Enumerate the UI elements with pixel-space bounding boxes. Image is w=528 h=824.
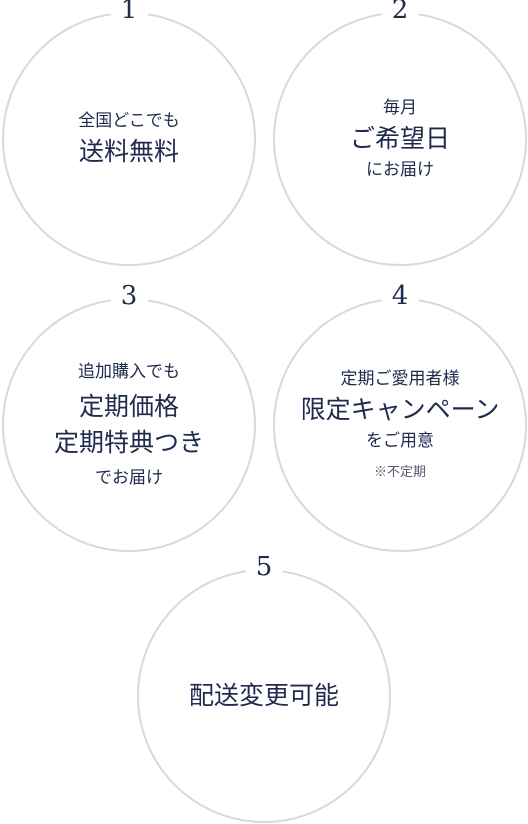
- benefit-number: 1: [110, 0, 148, 25]
- benefit-number: 4: [381, 281, 419, 311]
- benefit-text-large: ご希望日: [349, 124, 450, 153]
- benefit-number: 3: [110, 281, 148, 311]
- benefit-text-small: でお届け: [95, 468, 163, 488]
- benefit-text-large: 限定キャンペーン: [300, 395, 500, 424]
- benefit-text-small: にお届け: [366, 160, 434, 180]
- benefit-text-small: 毎月: [383, 98, 417, 118]
- benefit-circle-1: 1 全国どこでも 送料無料: [2, 0, 256, 266]
- benefit-text-small: をご用意: [366, 431, 434, 451]
- benefit-circle-2: 2 毎月 ご希望日 にお届け: [273, 0, 527, 266]
- benefit-circle-3: 追加購入でも 3 定期価格 定期特典つき でお届け: [2, 281, 256, 552]
- benefit-text-small: 定期ご愛用者様: [340, 369, 460, 389]
- benefit-text-large: 定期特典つき: [53, 428, 204, 457]
- benefit-number: 5: [245, 552, 283, 582]
- benefit-text-small: 追加購入でも: [78, 362, 180, 382]
- benefit-circle-4: 4 定期ご愛用者様 限定キャンペーン をご用意 ※不定期: [273, 281, 527, 552]
- benefit-text-large: 配送変更可能: [188, 681, 339, 710]
- benefit-number: 2: [381, 0, 419, 25]
- benefit-note: ※不定期: [373, 465, 426, 480]
- benefit-circle-5: 5 配送変更可能: [137, 552, 391, 823]
- benefit-text-large: 送料無料: [78, 137, 179, 166]
- benefit-text-small: 全国どこでも: [78, 111, 180, 131]
- benefit-text-large: 定期価格: [78, 392, 179, 421]
